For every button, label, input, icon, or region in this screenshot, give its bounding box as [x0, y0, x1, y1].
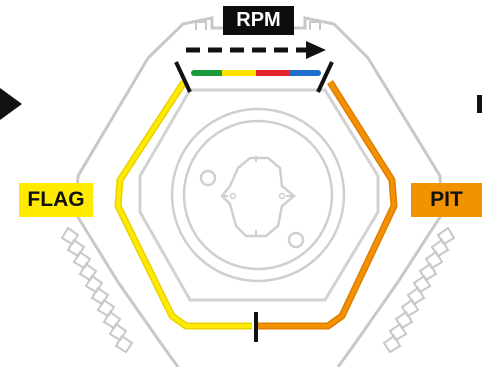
rpm-label-text: RPM: [236, 9, 281, 31]
pit-led-strip: [258, 80, 398, 330]
outer-housing-outline: [74, 16, 444, 368]
right-edge-mark: [477, 95, 482, 113]
flag-led-strip-inner: [116, 80, 252, 328]
right-grip-ribs: [382, 226, 456, 354]
rpm-left-boundary-mark: [174, 61, 192, 93]
pit-label-text: PIT: [430, 188, 463, 211]
top-right-tab: [309, 21, 321, 30]
pit-led-strip-inner: [258, 80, 396, 328]
inner-hexagon-ring: [138, 88, 380, 302]
rpm-label: RPM: [223, 6, 294, 35]
center-hub-icon: [170, 107, 346, 283]
rpm-right-boundary-mark: [316, 61, 334, 93]
top-left-tab: [195, 21, 207, 30]
left-grip-ribs: [60, 226, 134, 354]
flag-label: FLAG: [19, 183, 93, 217]
flag-label-text: FLAG: [27, 188, 85, 211]
triangle-right-icon: [0, 88, 22, 120]
pit-label: PIT: [411, 183, 482, 217]
dashed-arrow-right-icon: [186, 41, 326, 59]
